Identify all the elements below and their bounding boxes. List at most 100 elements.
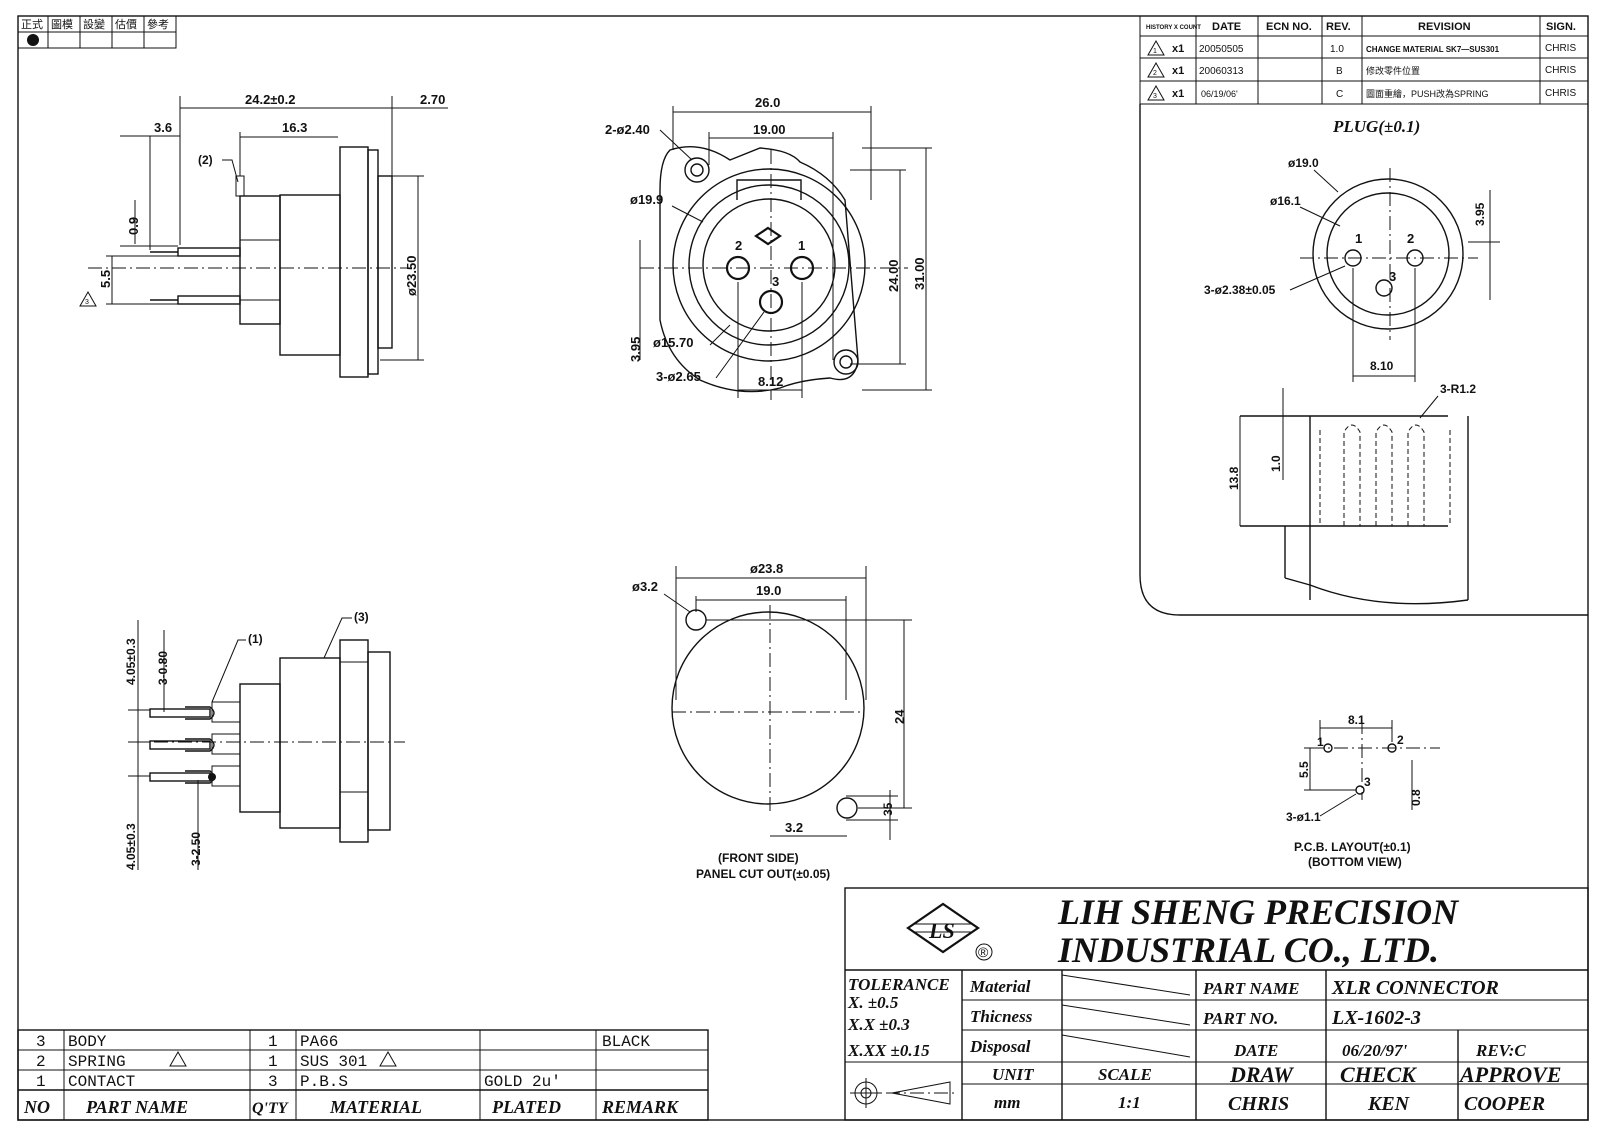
mount-hole (684, 157, 710, 183)
contact-pin (149, 740, 211, 750)
bom-cell-remark: BLACK (602, 1033, 650, 1051)
stamp-label-4: 參考 (147, 17, 169, 31)
part-no-value: LX-1602-3 (1331, 1007, 1421, 1029)
side-callout: (2) (198, 153, 213, 167)
rev-row-count: x1 (1172, 88, 1184, 100)
plug-dim-label: ø19.0 (1288, 156, 1319, 170)
section-dim-label: 4.05±0.3 (124, 638, 138, 685)
pcb-dim-label: 5.5 (1297, 761, 1311, 778)
bom-header-name: PART NAME (85, 1097, 188, 1117)
plug-pin-hole (1344, 249, 1362, 267)
plug-pin-hole (1406, 249, 1424, 267)
company-name-line2: INDUSTRIAL CO., LTD. (1057, 930, 1439, 970)
rev-value: REV:C (1475, 1041, 1526, 1060)
front-dim-label: ø19.9 (630, 192, 663, 207)
bom-cell-material: P.B.S (300, 1073, 348, 1091)
front-pin-label: 2 (735, 238, 742, 253)
check-label: CHECK (1340, 1062, 1417, 1087)
title-block: LS ® LIH SHENG PRECISION INDUSTRIAL CO.,… (844, 887, 1589, 1121)
side-dim-label: ø23.50 (404, 256, 419, 296)
unit-value: mm (994, 1093, 1020, 1112)
pcb-pin-label: 2 (1397, 733, 1404, 747)
disposal-label: Disposal (969, 1037, 1031, 1056)
rev-row-mark: 2 (1153, 70, 1157, 77)
contact-pin (149, 772, 211, 782)
plug-dim-label: 8.10 (1370, 359, 1394, 373)
pcb-layout: 1 2 3 8.1 5.5 0.8 3-ø1.1 P.C.B. LAYOUT(±… (1286, 713, 1440, 869)
pin-slot (1343, 424, 1361, 526)
thickness-label: Thicness (970, 1007, 1033, 1026)
date-value: 06/20/97' (1342, 1041, 1407, 1060)
rev-row-count: x1 (1172, 43, 1184, 55)
cutout-hole (836, 797, 858, 819)
bom-cell-qty: 1 (268, 1033, 278, 1051)
rev-row-mark: 3 (1153, 93, 1157, 100)
bom-cell-material: PA66 (300, 1033, 338, 1051)
rev-row-revision: 修改零件位置 (1366, 65, 1420, 76)
front-pin-label: 3 (772, 274, 779, 289)
cutout-hole (685, 609, 707, 631)
cutout-dim-label: 35 (881, 802, 895, 816)
revision-triangle-icon (1147, 39, 1165, 56)
plug-pin-label: 2 (1407, 231, 1414, 246)
date-label: DATE (1233, 1041, 1278, 1060)
pcb-dim-label: 8.1 (1348, 713, 1365, 727)
front-outer-circle (672, 168, 866, 362)
cutout-dim-label: 19.0 (756, 583, 781, 598)
plug-panel: PLUG(±0.1) 1 2 3 ø19.0 ø16.1 3.95 3-ø2.3… (1139, 104, 1588, 616)
rev-row-rev: 1.0 (1330, 44, 1344, 55)
plug-dim-label: ø16.1 (1270, 194, 1301, 208)
plug-dim-label: 3-ø2.38±0.05 (1204, 283, 1276, 297)
approve-value: COOPER (1464, 1093, 1545, 1115)
tolerance-xx: X.X ±0.3 (847, 1015, 910, 1034)
side-dim-label: 16.3 (282, 120, 307, 135)
cutout-caption: PANEL CUT OUT(±0.05) (696, 867, 830, 881)
stamp-label-1: 圖模 (51, 18, 73, 31)
pcb-dim-label: 0.8 (1409, 789, 1423, 806)
stamp-marker (27, 34, 39, 46)
tolerance-x: X. ±0.5 (847, 993, 899, 1012)
pcb-dim-label: 3-ø1.1 (1286, 810, 1321, 824)
sheet-border (17, 15, 1589, 1121)
bom-header-remark: REMARK (601, 1097, 680, 1117)
rev-header-sign: SIGN. (1546, 21, 1576, 33)
plug-detail-label: 13.8 (1227, 466, 1241, 490)
revision-triangle-icon (169, 1050, 187, 1067)
draw-value: CHRIS (1228, 1093, 1289, 1115)
revision-triangle-icon (1147, 61, 1165, 78)
plug-pin-label: 3 (1389, 269, 1396, 284)
bom-header-plated: PLATED (491, 1097, 561, 1117)
plug-pin-label: 1 (1355, 231, 1362, 246)
mount-hole (839, 355, 853, 369)
part-name-value: XLR CONNECTOR (1331, 977, 1499, 999)
tolerance-xxx: X.XX ±0.15 (847, 1041, 930, 1060)
mount-hole (833, 349, 859, 375)
company-logo-text: LS (928, 918, 955, 943)
revision-triangle-icon (1147, 84, 1165, 101)
section-dim-label: 3-0.80 (156, 651, 170, 685)
rev-row-date: 20050505 (1199, 44, 1244, 55)
rev-header-revision: REVISION (1418, 21, 1471, 33)
section-view: 4.05±0.3 3-0.80 4.05±0.3 3-2.50 (1) (3) (124, 610, 405, 870)
plug-inner-circle (1326, 192, 1450, 316)
bom-header-no: NO (23, 1097, 50, 1117)
section-dim-label: 3-2.50 (189, 832, 203, 866)
front-dim-label: 2-ø2.40 (605, 122, 650, 137)
bom-header-qty: Q'TY (252, 1100, 289, 1117)
rev-row-revision: CHANGE MATERIAL SK7—SUS301 (1366, 45, 1500, 54)
stamp-label-2: 設變 (83, 17, 105, 31)
side-dim-label: 3.6 (154, 120, 172, 135)
company-name-line1: LIH SHENG PRECISION (1057, 892, 1460, 932)
bom-table: 3 BODY 1 PA66 BLACK 2 SPRING 1 SUS 301 1… (17, 1029, 709, 1121)
rev-row-sign: CHRIS (1545, 65, 1576, 76)
contact-pin (149, 708, 211, 718)
rev-row-count: x1 (1172, 65, 1184, 77)
bom-cell-plated: GOLD 2u' (484, 1073, 561, 1091)
side-dim-label: 24.2±0.2 (245, 92, 296, 107)
front-dim-label: 19.00 (753, 122, 786, 137)
front-inner-circle (702, 198, 836, 332)
projection-symbol-icon (850, 1078, 958, 1108)
section-callout: (1) (248, 632, 263, 646)
plug-detail-label: 3-R1.2 (1440, 382, 1476, 396)
bom-header-material: MATERIAL (329, 1097, 422, 1117)
